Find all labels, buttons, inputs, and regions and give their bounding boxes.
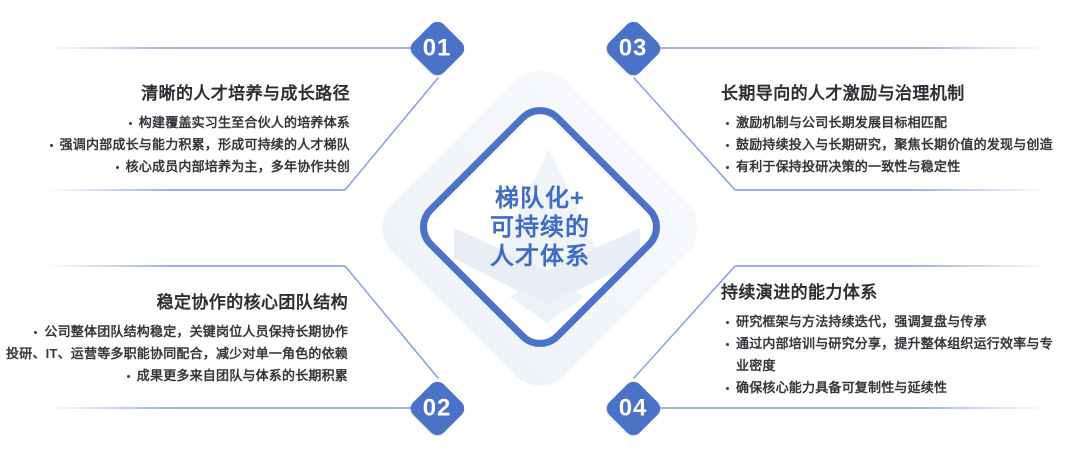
section-title: 持续演进的能力体系 [721,283,878,302]
bullet-dot-icon [726,144,729,147]
center-title-line: 梯队化+ [494,184,585,212]
bullet-item: 通过内部培训与研究分享，提升整体组织运行效率与专业密度 [721,333,1057,377]
bullet-text: 通过内部培训与研究分享，提升整体组织运行效率与专业密度 [736,336,1053,373]
bullet-item: 研究框架与方法持续迭代，强调复盘与传承 [721,311,1057,333]
badge-number: 02 [423,394,452,422]
bullet-dot-icon [128,122,132,125]
pyramid-watermark-icon [454,149,640,323]
bullet-dot-icon [34,331,38,334]
bullet-text: 核心成员内部培养为主，多年协作共创 [125,159,350,174]
bullet-text: 研究框架与方法持续迭代，强调复盘与传承 [736,314,987,329]
section-top-right: 长期导向的人才激励与治理机制 激励机制与公司长期发展目标相匹配 鼓励持续投入与长… [721,83,1061,178]
bullet-text: 鼓励持续投入与长期研究，聚焦长期价值的发现与创造 [736,137,1053,152]
bullet-dot-icon [726,122,729,125]
bullet-item: 构建覆盖实习生至合伙人的培养体系 [0,112,350,134]
badge-number: 03 [619,34,648,62]
bullet-item: 核心成员内部培养为主，多年协作共创 [0,156,350,178]
badge-number: 04 [619,394,648,422]
section-bottom-left: 稳定协作的核心团队结构 公司整体团队结构稳定，关键岗位人员保持长期协作 投研、I… [0,292,348,387]
center-diamond: 梯队化+ 可持续的 人才体系 [408,95,672,359]
badge-number: 01 [423,34,452,62]
bullet-text: 强调内部成长与能力积累，形成可持续的人才梯队 [59,137,350,152]
bullet-item: 成果更多来自团队与体系的长期积累 [0,365,348,387]
bullet-dot-icon [726,166,729,169]
section-title: 长期导向的人才激励与治理机制 [721,84,965,103]
bullet-text: 有利于保持投研决策的一致性与稳定性 [736,159,961,174]
bullet-item: 公司整体团队结构稳定，关键岗位人员保持长期协作 [0,321,348,343]
bullet-dot-icon [726,387,729,390]
bullet-dot-icon [49,144,53,147]
section-title: 稳定协作的核心团队结构 [156,293,348,312]
bullet-text: 激励机制与公司长期发展目标相匹配 [736,115,948,130]
section-title: 清晰的人才培养与成长路径 [141,84,350,103]
bullet-item: 确保核心能力具备可复制性与延续性 [721,377,1057,399]
bullet-item: 强调内部成长与能力积累，形成可持续的人才梯队 [0,134,350,156]
bullet-text: 构建覆盖实习生至合伙人的培养体系 [138,115,350,130]
bullet-dot-icon [726,343,729,346]
section-bottom-right: 持续演进的能力体系 研究框架与方法持续迭代，强调复盘与传承 通过内部培训与研究分… [721,282,1057,399]
bullet-item: 有利于保持投研决策的一致性与稳定性 [721,156,1061,178]
bullet-text: 成果更多来自团队与体系的长期积累 [136,368,348,383]
bullet-item: 激励机制与公司长期发展目标相匹配 [721,112,1061,134]
bullet-dot-icon [726,321,729,324]
section-top-left: 清晰的人才培养与成长路径 构建覆盖实习生至合伙人的培养体系 强调内部成长与能力积… [0,83,350,178]
center-title-line: 人才体系 [490,242,590,270]
bullet-text: 确保核心能力具备可复制性与延续性 [736,380,948,395]
bullet-dot-icon [115,166,119,169]
center-title-line: 可持续的 [490,213,590,241]
center-title: 梯队化+ 可持续的 人才体系 [490,184,590,271]
bullet-text: 投研、IT、运营等多职能协同配合，减少对单一角色的依赖 [6,346,348,361]
bullet-text: 公司整体团队结构稳定，关键岗位人员保持长期协作 [44,324,348,339]
bullet-item: 投研、IT、运营等多职能协同配合，减少对单一角色的依赖 [0,343,348,365]
bullet-item: 鼓励持续投入与长期研究，聚焦长期价值的发现与创造 [721,134,1061,156]
bullet-dot-icon [126,375,130,378]
